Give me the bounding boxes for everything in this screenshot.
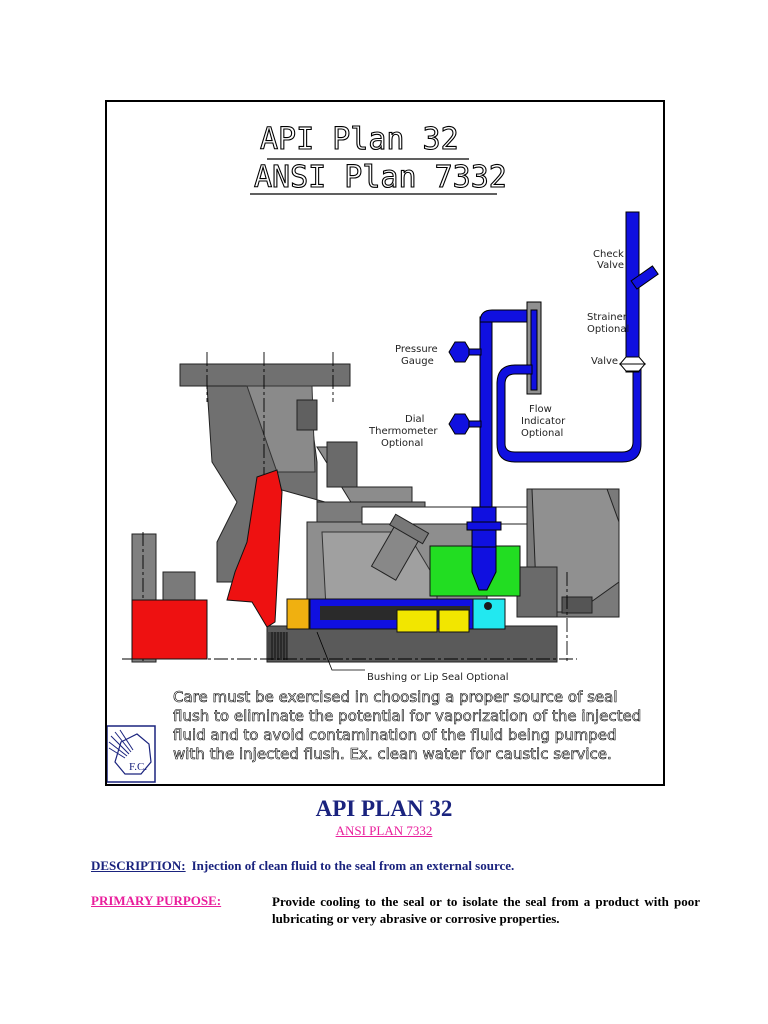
dial-thermometer-label: Dial — [405, 414, 424, 425]
svg-text:Indicator: Indicator — [521, 416, 566, 427]
primary-purpose-text: Provide cooling to the seal or to isolat… — [272, 894, 700, 926]
svg-text:Valve: Valve — [597, 260, 624, 271]
svg-text:Thermometer: Thermometer — [368, 426, 438, 437]
diagram-canvas: API Plan 32 ANSI Plan 7332 — [107, 121, 659, 783]
check-valve-label: Check — [593, 249, 624, 260]
svg-text:Optional: Optional — [587, 324, 629, 335]
svg-text:Optional: Optional — [381, 438, 423, 449]
pressure-gauge-icon — [448, 341, 482, 363]
company-logo: F.C. — [107, 725, 156, 783]
strainer-label: Strainer — [587, 312, 628, 323]
care-note-line-4: with the injected flush. Ex. clean water… — [173, 745, 612, 763]
page-subtitle: ANSI PLAN 7332 — [335, 823, 433, 838]
svg-text:Optional: Optional — [521, 428, 563, 439]
seal-assembly — [286, 545, 521, 633]
valve-label: Valve — [591, 356, 618, 367]
care-note-line-1: Care must be exercised in choosing a pro… — [173, 688, 618, 706]
diagram-title-ansi: ANSI Plan 7332 — [254, 160, 507, 195]
care-note-line-2: flush to eliminate the potential for vap… — [173, 707, 641, 725]
bushing-label: Bushing or Lip Seal Optional — [367, 672, 509, 683]
description-row: DESCRIPTION: Injection of clean fluid to … — [91, 858, 514, 874]
svg-text:Gauge: Gauge — [401, 356, 434, 367]
primary-purpose-label: PRIMARY PURPOSE: — [91, 893, 222, 908]
description-text: Injection of clean fluid to the seal fro… — [191, 858, 515, 873]
description-label: DESCRIPTION: — [91, 858, 186, 873]
flush-piping — [466, 211, 659, 591]
svg-text:F.C.: F.C. — [129, 761, 147, 773]
process-fluid — [131, 469, 283, 660]
seal-plan-diagram: API Plan 32 ANSI Plan 7332 — [105, 100, 665, 786]
pump-housing — [131, 363, 620, 663]
diagram-title-api: API Plan 32 — [260, 122, 459, 157]
flow-indicator-label: Flow — [529, 404, 552, 415]
page-title: API PLAN 32 — [315, 796, 453, 821]
pressure-gauge-label: Pressure — [395, 344, 438, 355]
dial-thermometer-icon — [448, 413, 482, 435]
care-note-line-3: fluid and to avoid contamination of the … — [173, 726, 617, 744]
